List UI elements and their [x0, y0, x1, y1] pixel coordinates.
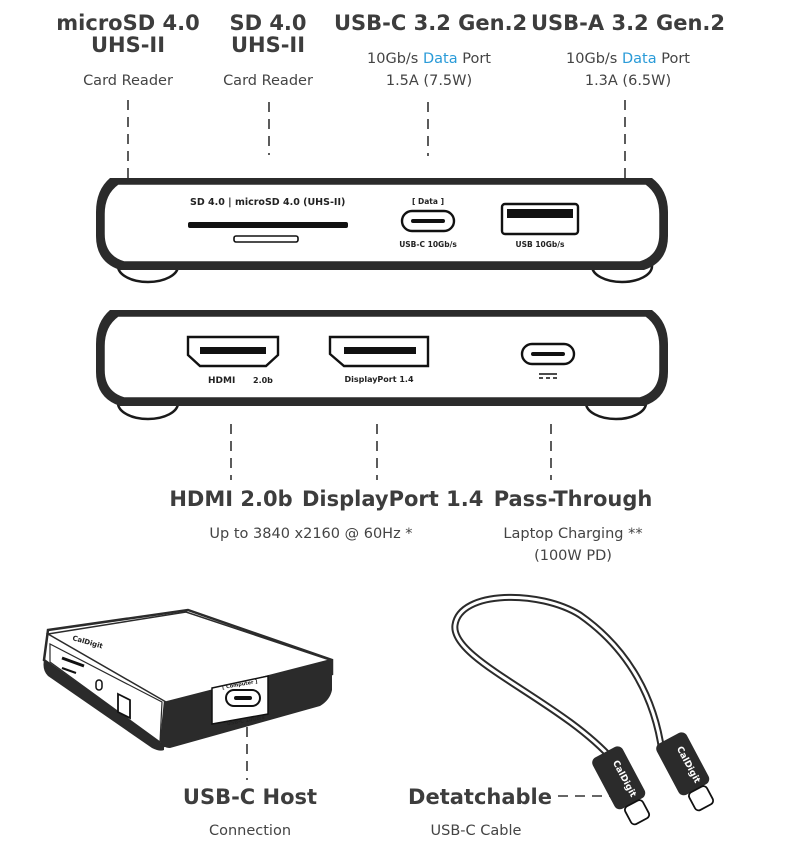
passthrough-title: Pass-Through [493, 487, 653, 511]
microsd-subtitle: Card Reader [83, 73, 173, 89]
sd-title: SD 4.0 UHS-II [208, 12, 328, 56]
usba-speed: 10Gb/s [566, 51, 622, 67]
usba-accent: Data [621, 51, 657, 67]
cable-connector-left-plug [624, 799, 651, 826]
microsd-title-line2: UHS-II [90, 33, 166, 57]
microsd-card-slot [233, 235, 299, 243]
usbc-host-sub: Connection [208, 823, 292, 839]
usba-port: Port [656, 51, 690, 67]
back-panel-device [96, 310, 668, 421]
host-front-usbc [95, 679, 103, 691]
cable-connector-right-plug [688, 785, 715, 812]
usbc-data-speed: 10Gb/s [367, 51, 423, 67]
sd-subtitle: Card Reader [223, 73, 313, 89]
front-usba-label: USB 10Gb/s [516, 240, 566, 249]
sd-title-line1: SD 4.0 [229, 11, 307, 35]
host-top-panel [45, 611, 333, 703]
hdmi-title: HDMI 2.0b [169, 487, 293, 511]
hdmi-port-tongue [200, 347, 266, 354]
middle-leader-lines [230, 424, 610, 797]
microsd-title: microSD 4.0 UHS-II [48, 12, 208, 56]
back-hdmi-logo: HDMI [208, 376, 235, 386]
cable-sub: USB-C Cable [430, 823, 522, 839]
cable-wire [451, 593, 666, 764]
host-microsd-slot [61, 667, 77, 674]
back-hdmi-version: 2.0b [253, 376, 273, 385]
front-usbc-tag: [ Data ] [412, 197, 444, 206]
usb-c-cable [451, 593, 715, 826]
host-sd-slot [61, 656, 85, 668]
passthrough-sub1: Laptop Charging ** [503, 526, 643, 542]
cable-connector-right-body [656, 732, 710, 796]
usbc-host-title: USB-C Host [182, 785, 318, 809]
sd-card-slot [188, 222, 348, 228]
usba-port-tongue [507, 209, 573, 218]
sd-title-line2: UHS-II [230, 33, 306, 57]
usba-port [500, 202, 580, 236]
usbc-data-subtitle: 10Gb/s Data Port [334, 48, 524, 70]
cable-connector-left-body [592, 746, 646, 810]
front-card-slot-label: SD 4.0 | microSD 4.0 (UHS-II) [190, 197, 345, 208]
front-panel-device [96, 178, 668, 284]
passthrough-sub2: (100W PD) [534, 548, 612, 564]
usbc-pd-port-tongue [531, 352, 565, 356]
microsd-title-line1: microSD 4.0 [56, 11, 200, 35]
host-left-edge [43, 660, 164, 751]
usbc-data-power: 1.5A (7.5W) [385, 73, 473, 89]
display-resolution-sub: Up to 3840 x2160 @ 60Hz * [209, 526, 413, 542]
front-usbc-label: USB-C 10Gb/s [399, 240, 457, 249]
usba-power: 1.3A (6.5W) [584, 73, 672, 89]
usbc-data-accent: Data [422, 51, 458, 67]
host-front-usba [117, 692, 131, 720]
displayport-port-tongue [344, 347, 416, 354]
usbc-data-port: Port [457, 51, 491, 67]
host-usbc-port-tongue [234, 696, 252, 700]
cable-wire-highlight [453, 595, 664, 762]
host-device-isometric [42, 608, 334, 751]
cable-title: Detatchable [408, 785, 552, 809]
usbc-data-port-tongue [411, 219, 445, 223]
back-displayport-label: DisplayPort 1.4 [344, 375, 414, 384]
displayport-title: DisplayPort 1.4 [302, 487, 484, 511]
usba-subtitle: 10Gb/s Data Port [528, 48, 728, 70]
cable-connector-right [656, 732, 715, 812]
usba-title: USB-A 3.2 Gen.2 [531, 11, 725, 35]
cable-connector-left [592, 746, 651, 826]
usbc-data-title: USB-C 3.2 Gen.2 [334, 11, 528, 35]
